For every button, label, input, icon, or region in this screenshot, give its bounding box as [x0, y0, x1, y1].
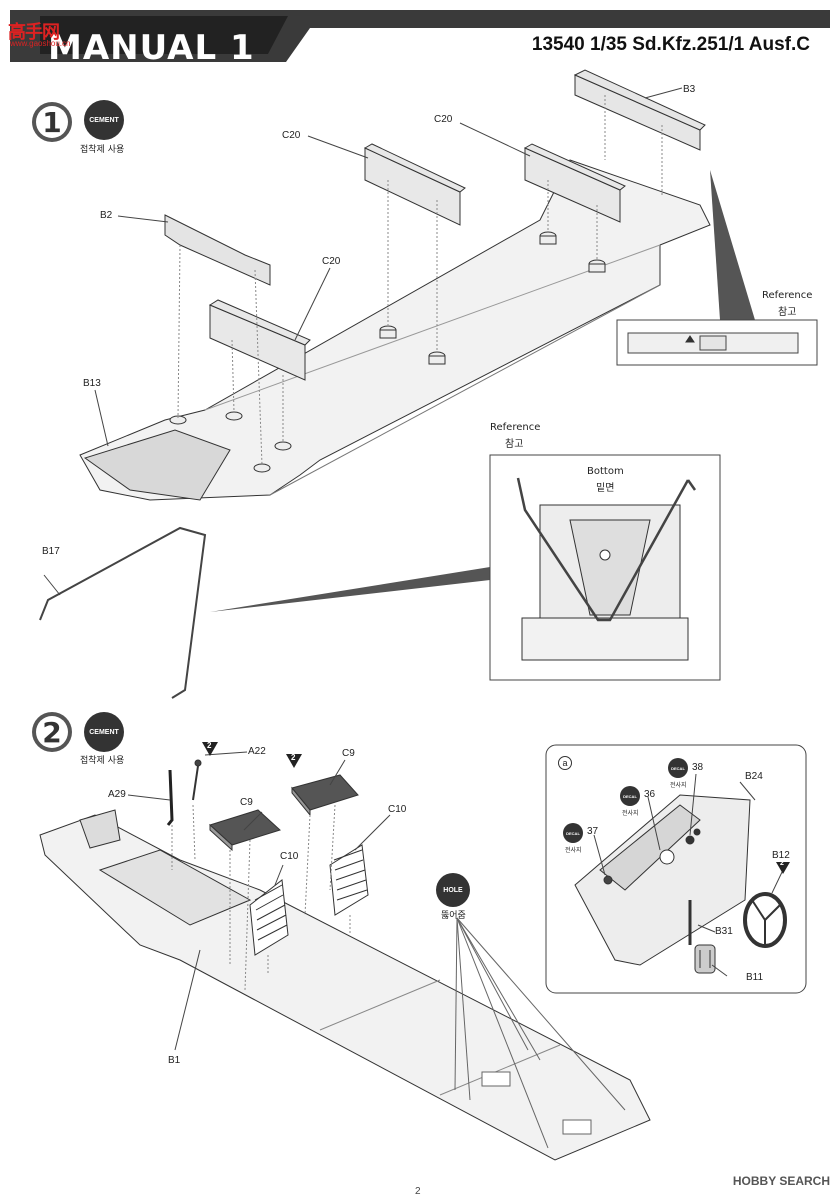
subassembly-marker: a: [558, 756, 572, 770]
bottom-label-ko: 밑면: [596, 483, 615, 494]
watermark-text: 高手网: [8, 22, 60, 43]
part-c10: [249, 879, 289, 956]
label-c9: C9: [240, 797, 253, 808]
manual-title: MANUAL 1: [48, 28, 255, 68]
label-c10: C10: [388, 804, 407, 815]
label-b11: B11: [746, 972, 764, 983]
label-b1: B1: [168, 1055, 181, 1066]
header-band: [10, 10, 830, 62]
label-b24: B24: [745, 771, 763, 782]
label-b12: B12: [772, 850, 790, 861]
label-b17: B17: [42, 546, 60, 557]
decal-number: 38: [692, 762, 704, 773]
watermark-url: www.gaoshou.cn: [10, 39, 71, 48]
part-b24: [574, 794, 751, 966]
hole-badge: HOLE: [436, 873, 470, 907]
count-triangle-icon: [286, 754, 302, 768]
count-badge: 2: [207, 741, 212, 750]
decal-number: 36: [644, 789, 656, 800]
count-triangle-icon: [202, 742, 218, 756]
site-watermark: 高手网 www.gaoshou.cn: [4, 8, 74, 48]
count-badge: 2: [291, 753, 296, 762]
bottom-label: Bottom: [587, 466, 624, 477]
page-header: MANUAL 1 13540 1/35 Sd.Kfz.251/1 Ausf.C: [10, 10, 830, 68]
label-b3: B3: [683, 84, 696, 95]
label-a29: A29: [108, 789, 126, 800]
part-b11: [694, 944, 716, 974]
label-b31: B31: [715, 926, 733, 937]
decal-badge: DECAL: [563, 823, 583, 843]
page-number: 2: [415, 1186, 421, 1197]
reference-title: Reference: [490, 422, 541, 433]
part-c20-block: [363, 143, 466, 226]
part-a29: [166, 769, 174, 826]
hobby-search-watermark: HOBBY SEARCH: [732, 1174, 830, 1188]
label-b13: B13: [83, 378, 101, 389]
decal-badge: DECAL: [668, 758, 688, 778]
label-a22: A22: [248, 746, 266, 757]
part-b3: [573, 69, 706, 151]
cement-caption: 접착제 사용: [80, 756, 125, 766]
decal-badge: DECAL: [620, 786, 640, 806]
reference-title: Reference: [762, 290, 813, 301]
label-c20: C20: [434, 114, 453, 125]
cement-badge: CEMENT: [84, 712, 124, 752]
reference-title-ko: 참고: [778, 307, 797, 318]
label-c20: C20: [322, 256, 341, 267]
label-c20: C20: [282, 130, 301, 141]
part-b2: [164, 214, 271, 286]
label-c10: C10: [280, 851, 299, 862]
decal-number: 37: [587, 826, 599, 837]
cement-badge: CEMENT: [84, 100, 124, 140]
decal-caption: 전사지: [622, 810, 639, 817]
decal-caption: 전사지: [565, 847, 582, 854]
step-1-number: 1: [32, 102, 72, 142]
label-c9: C9: [342, 748, 355, 759]
reference-title-ko: 참고: [505, 439, 524, 450]
label-b2: B2: [100, 210, 113, 221]
part-b17: [39, 526, 207, 699]
hole-caption: 뚫어줌: [441, 911, 466, 921]
part-b12: [743, 892, 787, 948]
part-c10: [329, 844, 369, 916]
decal-caption: 전사지: [670, 782, 687, 789]
part-c20-block: [523, 143, 626, 223]
part-a22: [192, 759, 202, 801]
count-badge: 2: [780, 860, 784, 867]
model-title: 13540 1/35 Sd.Kfz.251/1 Ausf.C: [531, 34, 810, 55]
step-2-number: 2: [32, 712, 72, 752]
cement-caption: 접착제 사용: [80, 145, 125, 155]
count-triangle-icon: [776, 862, 790, 874]
